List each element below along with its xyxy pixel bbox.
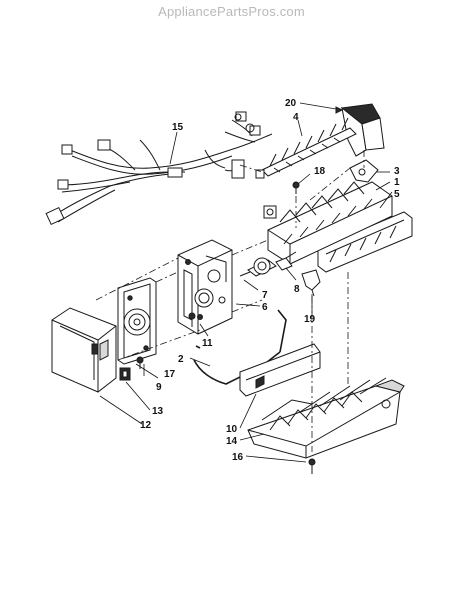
ice-level-arm — [239, 343, 321, 397]
wire-harness — [45, 111, 273, 226]
feeler-arm-11 — [195, 345, 201, 349]
shutoff-arm — [193, 309, 287, 385]
callout-11: 11 — [202, 338, 213, 349]
callout-7: 7 — [262, 290, 268, 301]
callout-16: 16 — [232, 452, 244, 463]
callout-17: 17 — [164, 369, 176, 380]
ejector-shaft — [255, 117, 357, 179]
screw-18 — [292, 181, 300, 194]
callout-2: 2 — [178, 354, 184, 365]
callout-12: 12 — [140, 420, 152, 431]
motor-plate — [117, 277, 157, 365]
callout-18: 18 — [314, 166, 326, 177]
callout-3: 3 — [394, 166, 400, 177]
watermark: AppliancePartsPros.com — [158, 4, 305, 19]
callout-15: 15 — [172, 122, 184, 133]
assembly-centerlines — [95, 150, 365, 452]
callout-19: 19 — [304, 314, 316, 325]
callout-1: 1 — [394, 177, 400, 188]
callout-14: 14 — [226, 436, 238, 447]
callout-labels: 20 4 15 18 3 1 5 6 7 8 19 11 2 17 9 13 1… — [140, 98, 400, 463]
screw-16 — [308, 458, 316, 474]
callout-6: 6 — [262, 302, 268, 313]
stripper — [317, 211, 413, 273]
module-cover — [51, 307, 117, 393]
callout-10: 10 — [226, 424, 238, 435]
motor-part-8 — [275, 251, 297, 271]
mold-heater — [349, 159, 379, 183]
thermostat-19 — [301, 269, 321, 297]
callout-5: 5 — [394, 189, 400, 200]
motor-part-7 — [239, 257, 277, 277]
callout-13: 13 — [152, 406, 164, 417]
screw-17 — [188, 312, 196, 327]
callout-9: 9 — [156, 382, 162, 393]
on-off-switch — [119, 367, 131, 381]
callout-20: 20 — [285, 98, 297, 109]
callout-8: 8 — [294, 284, 300, 295]
screw-9 — [136, 356, 144, 369]
ice-bucket-tray — [247, 377, 405, 459]
callout-leaders — [99, 102, 393, 463]
callout-4: 4 — [293, 112, 299, 123]
control-housing — [177, 239, 233, 335]
ice-mold — [263, 181, 393, 265]
